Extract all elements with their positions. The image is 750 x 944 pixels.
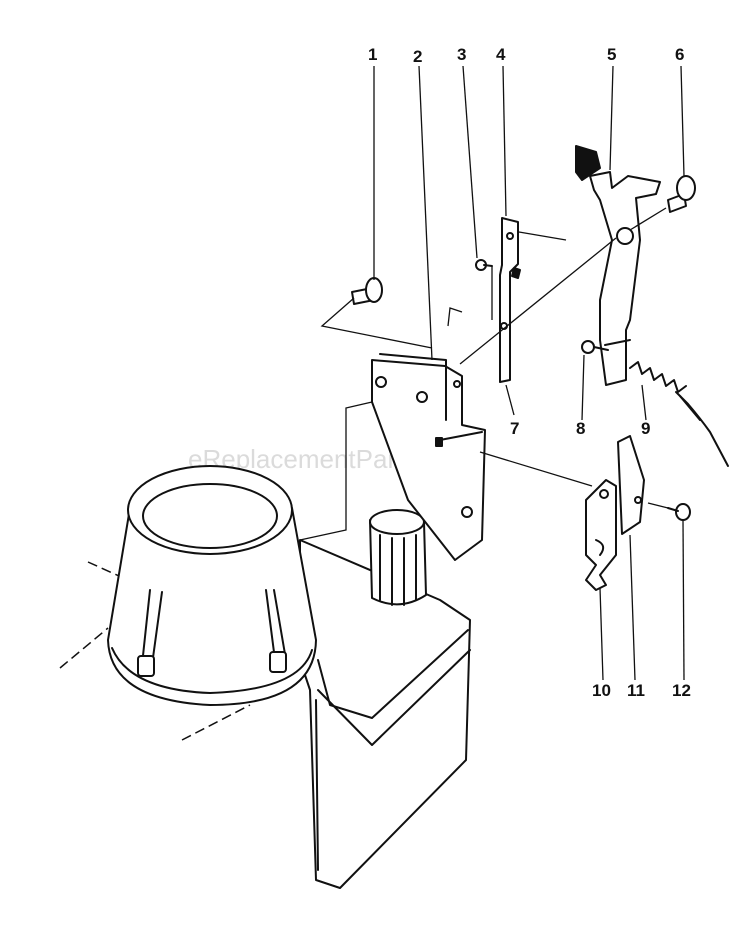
screw-part-3 (475, 259, 493, 271)
part-label-6: 6 (675, 45, 684, 64)
pin-part-8 (581, 340, 609, 354)
part-label-12: 12 (672, 681, 691, 700)
spring-part-9 (629, 361, 729, 467)
part-label-5: 5 (607, 45, 616, 64)
part-label-8: 8 (576, 419, 585, 438)
part-labels: 1 2 3 4 5 6 7 8 9 10 11 12 (368, 45, 691, 700)
part-label-9: 9 (641, 419, 650, 438)
part-label-3: 3 (457, 45, 466, 64)
part-label-10: 10 (592, 681, 611, 700)
screw-part-1 (351, 277, 383, 305)
screw-part-12 (667, 503, 691, 521)
small-bracket (499, 217, 521, 383)
mount-bracket (371, 353, 486, 561)
screw-part-6 (667, 175, 696, 213)
leader-lines (299, 65, 685, 681)
part-label-1: 1 (368, 45, 377, 64)
part-label-7: 7 (510, 419, 519, 438)
clamp-part-10 (585, 479, 617, 591)
part-label-2: 2 (413, 47, 422, 66)
part-label-11: 11 (627, 681, 645, 700)
plate-part-11 (617, 435, 645, 535)
part-label-4: 4 (496, 45, 506, 64)
engine-assembly (59, 465, 471, 889)
throttle-lever (575, 145, 661, 386)
